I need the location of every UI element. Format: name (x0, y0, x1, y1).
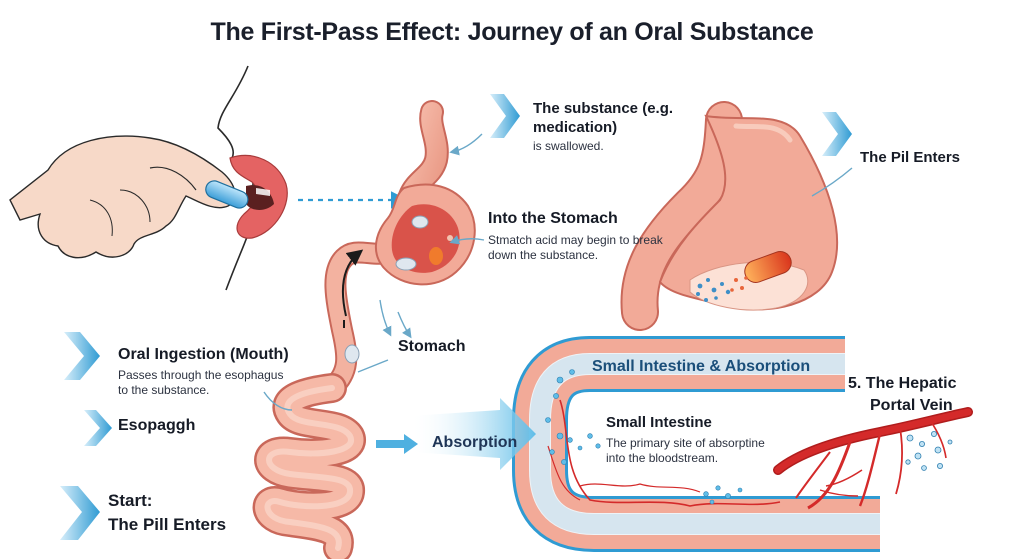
small-intestine-heading: Small Intestine (606, 414, 712, 431)
hand-holding-pill (9, 65, 288, 291)
esophagus-label: Esopaggh (118, 417, 196, 434)
page-title: The First-Pass Effect: Journey of an Ora… (210, 18, 814, 46)
into-stomach-sub-line-1: Stmatch acid may begin to break (488, 233, 663, 247)
small-intestine-tube (512, 336, 880, 552)
pill-enters-right-label: The Pil Enters (860, 149, 961, 166)
capsule-icon-right (744, 251, 792, 283)
swallow-subtext: is swallowed. (533, 139, 604, 153)
swallow-heading-line-1: The substance (e.g. (533, 100, 674, 117)
oral-ingestion-sub-line-1: Passes through the esophagus (118, 368, 284, 382)
swallow-heading-line-2: medication) (533, 119, 618, 136)
central-digestive-tract (252, 100, 476, 559)
into-stomach-heading: Into the Stomach (488, 210, 618, 227)
pill-capsule-icon (205, 180, 249, 209)
hand-shape (9, 135, 236, 259)
small-intestine-sub-line-2: into the bloodstream. (606, 451, 719, 465)
right-stomach-organ (620, 101, 853, 331)
small-intestine-sub-line-1: The primary site of absorptine (606, 436, 765, 450)
chevron-arrow-icon (60, 94, 852, 540)
oral-ingestion-sub-line-2: to the substance. (118, 383, 210, 397)
hepatic-portal-line-2: Portal Vein (870, 397, 953, 414)
absorption-arrow (410, 398, 536, 470)
start-label-line-2: The Pill Enters (108, 515, 227, 534)
small-intestine-absorption-label: Small Intestine & Absorption (592, 358, 811, 375)
into-stomach-sub-line-2: down the substance. (488, 248, 599, 262)
blood-vessel-icon (773, 407, 973, 510)
stomach-label: Stomach (398, 338, 466, 355)
absorption-label: Absorption (432, 434, 518, 451)
oral-ingestion-heading: Oral Ingestion (Mouth) (118, 346, 289, 363)
start-label-line-1: Start: (108, 491, 153, 510)
hepatic-portal-line-1: 5. The Hepatic (848, 375, 957, 392)
